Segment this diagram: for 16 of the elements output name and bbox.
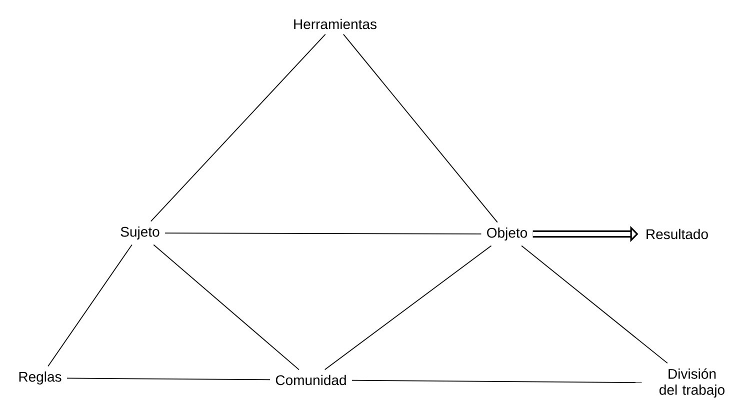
connector-line — [153, 244, 300, 370]
node-label: Reglas — [19, 371, 62, 385]
connector-line — [352, 380, 642, 384]
node-label: Objeto — [487, 227, 528, 241]
node-label: Comunidad — [276, 374, 346, 386]
node-label: División del trabajo — [660, 368, 724, 398]
connector-line — [521, 245, 668, 364]
connector-line — [324, 245, 492, 370]
node-label: Herramientas — [294, 18, 376, 30]
connector-line — [66, 378, 270, 380]
node-label: Sujeto — [120, 226, 160, 240]
connector-line — [48, 244, 132, 367]
connector-line — [164, 232, 482, 234]
node-label: Resultado — [646, 228, 708, 240]
connector-line — [343, 34, 498, 223]
connector-line — [150, 34, 326, 222]
